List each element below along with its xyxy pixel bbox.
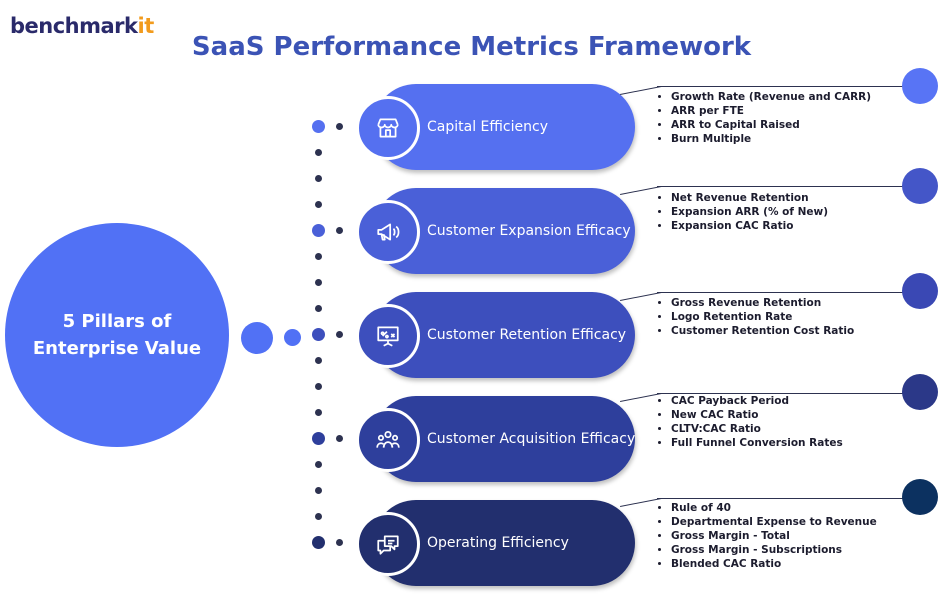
pillar-connector-dot bbox=[336, 435, 343, 442]
pillar-label: Operating Efficiency bbox=[427, 535, 569, 551]
metric-header-line bbox=[657, 393, 915, 394]
metric-item: Expansion ARR (% of New) bbox=[671, 205, 828, 219]
pillar-marker-dot bbox=[312, 536, 325, 549]
spine-dot bbox=[315, 383, 322, 390]
metric-header-line bbox=[657, 86, 915, 87]
pillar-card: Capital Efficiency bbox=[356, 84, 635, 170]
metric-item: Burn Multiple bbox=[671, 132, 871, 146]
pillar-label: Customer Acquisition Efficacy bbox=[427, 431, 636, 447]
metric-connector-line bbox=[620, 497, 662, 507]
spine-dot bbox=[315, 487, 322, 494]
pillar-card: Customer Expansion Efficacy bbox=[356, 188, 635, 274]
metric-header-line bbox=[657, 498, 915, 499]
spine-dot bbox=[315, 201, 322, 208]
metric-item: Growth Rate (Revenue and CARR) bbox=[671, 90, 871, 104]
pillar-label: Capital Efficiency bbox=[427, 119, 548, 135]
pillar-marker-dot bbox=[312, 120, 325, 133]
metric-list: Growth Rate (Revenue and CARR)ARR per FT… bbox=[658, 90, 871, 146]
store-icon bbox=[356, 96, 420, 160]
pillar-connector-dot bbox=[336, 539, 343, 546]
metric-item: Blended CAC Ratio bbox=[671, 557, 877, 571]
megaphone-icon bbox=[356, 200, 420, 264]
metric-item: Full Funnel Conversion Rates bbox=[671, 436, 843, 450]
logo-accent: it bbox=[137, 14, 155, 38]
connector-dot-large bbox=[241, 322, 273, 354]
spine-dot bbox=[315, 357, 322, 364]
metric-connector-line bbox=[620, 85, 662, 95]
pillar-end-circle bbox=[902, 168, 938, 204]
pillar-end-circle bbox=[902, 374, 938, 410]
spine-dot bbox=[315, 175, 322, 182]
pillar-card: Operating Efficiency bbox=[356, 500, 635, 586]
metric-item: Customer Retention Cost Ratio bbox=[671, 324, 854, 338]
pillar-marker-dot bbox=[312, 328, 325, 341]
metric-list: Rule of 40Departmental Expense to Revenu… bbox=[658, 501, 877, 571]
pillar-card: Customer Acquisition Efficacy bbox=[356, 396, 636, 482]
spine-dot bbox=[315, 279, 322, 286]
metric-list: Net Revenue RetentionExpansion ARR (% of… bbox=[658, 191, 828, 233]
pillar-label: Customer Expansion Efficacy bbox=[427, 223, 631, 239]
presentation-board-icon bbox=[356, 304, 420, 368]
metric-item: ARR to Capital Raised bbox=[671, 118, 871, 132]
spine-dot bbox=[315, 253, 322, 260]
spine-dot bbox=[315, 461, 322, 468]
pillar-marker-dot bbox=[312, 224, 325, 237]
spine-dot bbox=[315, 305, 322, 312]
metric-list: CAC Payback PeriodNew CAC RatioCLTV:CAC … bbox=[658, 394, 843, 450]
logo-main: benchmark bbox=[10, 14, 138, 38]
brand-logo: benchmarkit bbox=[10, 14, 154, 38]
pillar-label: Customer Retention Efficacy bbox=[427, 327, 627, 343]
chat-bubbles-icon bbox=[356, 512, 420, 576]
pillar-connector-dot bbox=[336, 123, 343, 130]
metric-header-line bbox=[657, 292, 915, 293]
metric-list: Gross Revenue RetentionLogo Retention Ra… bbox=[658, 296, 854, 338]
metric-item: Net Revenue Retention bbox=[671, 191, 828, 205]
metric-connector-line bbox=[620, 291, 662, 301]
connector-dot-small bbox=[284, 329, 301, 346]
group-icon bbox=[356, 408, 420, 472]
center-label: 5 Pillars of Enterprise Value bbox=[32, 311, 202, 359]
spine-dot bbox=[315, 409, 322, 416]
pillar-end-circle bbox=[902, 68, 938, 104]
metric-item: Expansion CAC Ratio bbox=[671, 219, 828, 233]
pillar-end-circle bbox=[902, 479, 938, 515]
pillar-connector-dot bbox=[336, 227, 343, 234]
pillar-end-circle bbox=[902, 273, 938, 309]
metric-item: Gross Margin - Subscriptions bbox=[671, 543, 877, 557]
pillar-card: Customer Retention Efficacy bbox=[356, 292, 635, 378]
page-title: SaaS Performance Metrics Framework bbox=[191, 32, 752, 62]
pillar-marker-dot bbox=[312, 432, 325, 445]
metric-item: Departmental Expense to Revenue bbox=[671, 515, 877, 529]
metric-item: CAC Payback Period bbox=[671, 394, 843, 408]
spine-dot bbox=[315, 149, 322, 156]
metric-header-line bbox=[657, 186, 915, 187]
metric-item: Gross Revenue Retention bbox=[671, 296, 854, 310]
pillar-connector-dot bbox=[336, 331, 343, 338]
metric-item: CLTV:CAC Ratio bbox=[671, 422, 843, 436]
metric-item: ARR per FTE bbox=[671, 104, 871, 118]
metric-item: Logo Retention Rate bbox=[671, 310, 854, 324]
metric-item: Gross Margin - Total bbox=[671, 529, 877, 543]
metric-item: Rule of 40 bbox=[671, 501, 877, 515]
metric-item: New CAC Ratio bbox=[671, 408, 843, 422]
spine-dot bbox=[315, 513, 322, 520]
center-circle: 5 Pillars of Enterprise Value bbox=[5, 223, 229, 447]
